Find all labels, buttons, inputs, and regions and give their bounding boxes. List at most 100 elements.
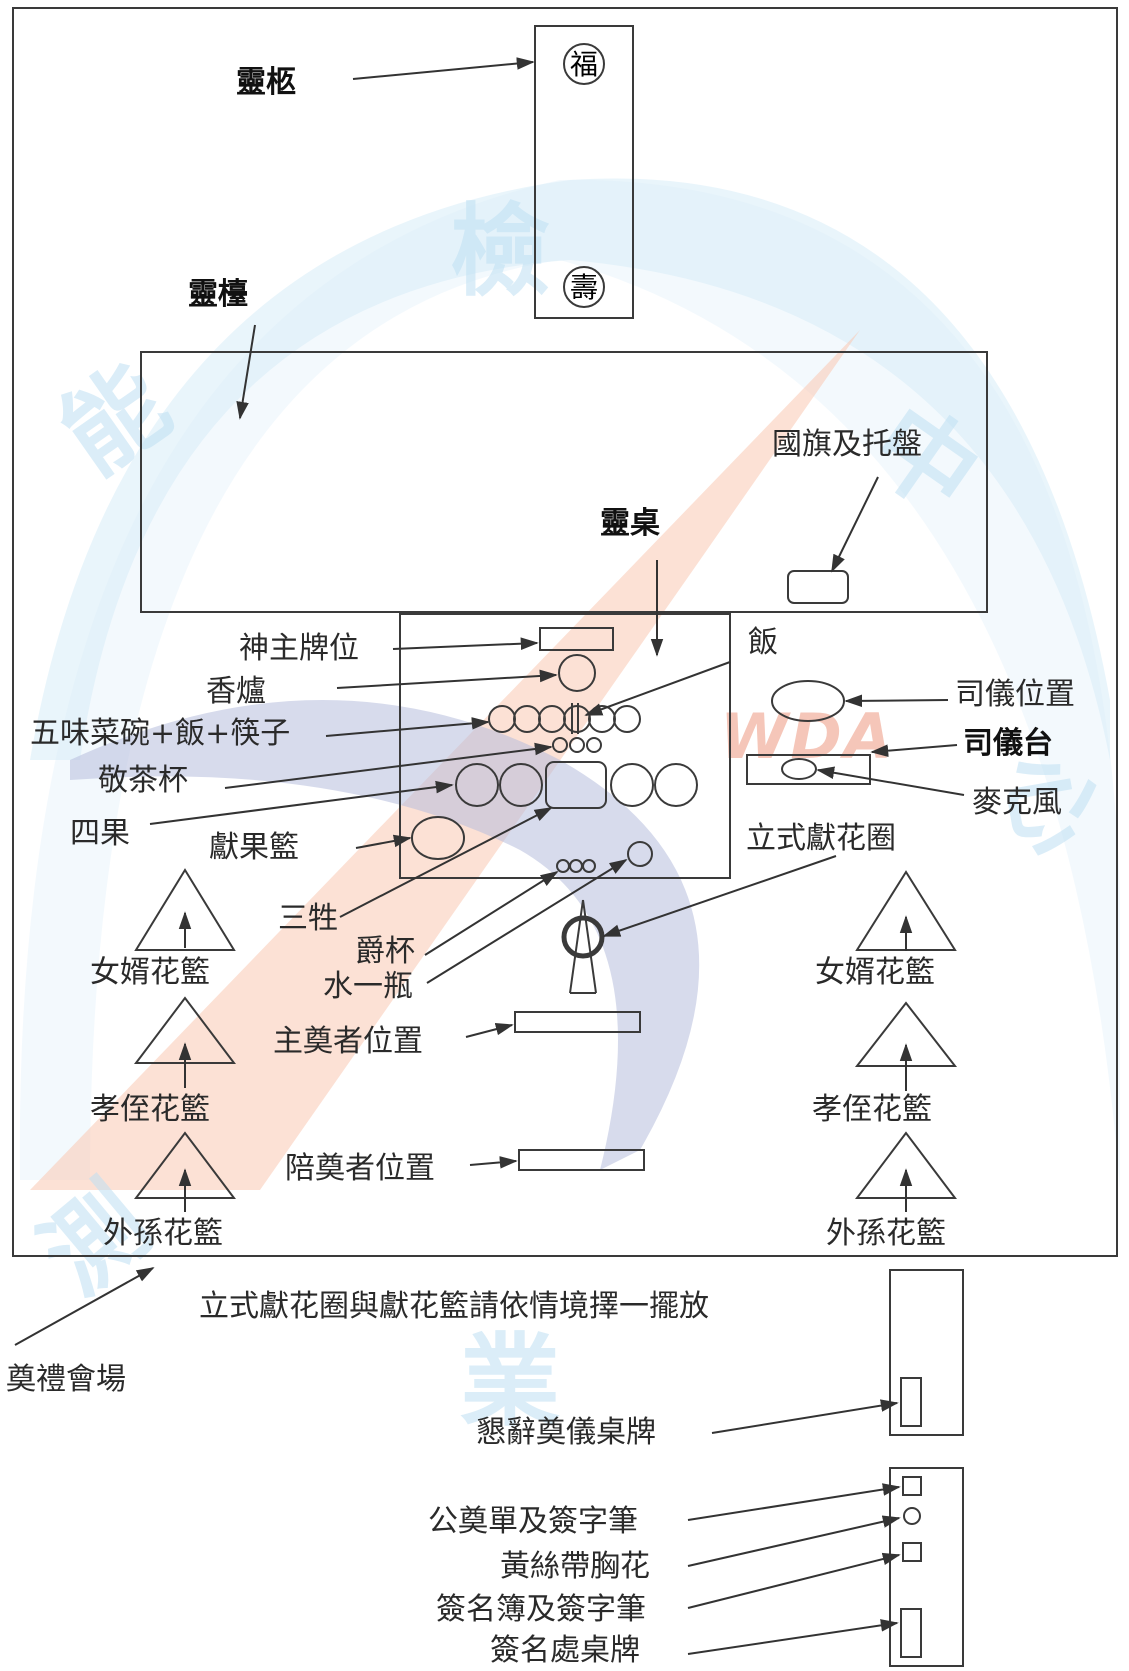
flower-basket-left-1 bbox=[134, 868, 236, 951]
dish-bowl bbox=[513, 705, 541, 733]
mc-stand-box bbox=[746, 754, 871, 785]
form-pen-item bbox=[902, 1476, 922, 1496]
decline-sign bbox=[900, 1377, 922, 1427]
signin-table bbox=[889, 1467, 964, 1667]
label-venue: 奠禮會場 bbox=[6, 1362, 126, 1397]
label-mc-stand: 司儀台 bbox=[963, 726, 1053, 761]
label-incense: 香爐 bbox=[206, 674, 266, 709]
watermark-char: 業 bbox=[460, 1323, 560, 1440]
label-rice: 飯 bbox=[748, 625, 778, 660]
seal-top-text: 福 bbox=[570, 48, 598, 81]
fruit-plate bbox=[499, 763, 543, 807]
tea-cup bbox=[569, 737, 585, 753]
arrow-tablet bbox=[392, 637, 539, 650]
wreath-ring bbox=[561, 915, 605, 959]
arrow-mc-stand bbox=[870, 744, 958, 757]
arrow-four-fruits bbox=[149, 780, 454, 825]
arrow-ribbon bbox=[687, 1515, 901, 1567]
arrow-fruit-basket bbox=[355, 834, 412, 849]
label-note: 立式獻花圈與獻花籃請依情境擇一擺放 bbox=[199, 1289, 709, 1324]
wine-cup bbox=[556, 859, 570, 873]
watermark-char: 檢 bbox=[450, 193, 550, 310]
label-wine-cups: 爵杯 bbox=[355, 934, 415, 969]
seal-bottom-text: 壽 bbox=[570, 271, 598, 304]
accompanying-box bbox=[518, 1149, 645, 1171]
label-water: 水一瓶 bbox=[323, 969, 413, 1004]
label-son-in-law-right: 女婿花籃 bbox=[815, 955, 935, 990]
three-offerings-plate bbox=[545, 761, 607, 809]
label-ribbon: 黃絲帶胸花 bbox=[500, 1549, 650, 1584]
label-mc-position: 司儀位置 bbox=[955, 677, 1075, 712]
fruit-basket bbox=[411, 816, 465, 860]
arrow-signin-sign bbox=[687, 1619, 899, 1655]
guestbook-item bbox=[902, 1542, 922, 1562]
label-fruit-basket: 獻果籃 bbox=[209, 830, 299, 865]
mc-position-mark bbox=[771, 680, 845, 722]
seal-circle-bottom bbox=[563, 266, 605, 308]
label-grandson-left: 外孫花籃 bbox=[103, 1216, 223, 1251]
label-five-dishes: 五味菜碗+飯+筷子 bbox=[30, 716, 291, 751]
arrow-form-pen bbox=[687, 1483, 901, 1521]
arrow-microphone bbox=[816, 766, 965, 796]
label-altar: 靈檯 bbox=[188, 277, 248, 312]
arrow-altar bbox=[236, 324, 256, 420]
label-microphone: 麥克風 bbox=[972, 785, 1062, 820]
venue-border bbox=[12, 7, 1118, 1257]
wine-cup bbox=[582, 859, 596, 873]
arrow-venue bbox=[14, 1267, 155, 1346]
arrow-chief-mourner bbox=[465, 1022, 514, 1038]
arrow-guestbook bbox=[687, 1552, 901, 1609]
flag-tray-box bbox=[787, 570, 849, 604]
label-grandson-right: 外孫花籃 bbox=[826, 1216, 946, 1251]
signin-sign-item bbox=[900, 1608, 922, 1658]
dish-bowl bbox=[613, 705, 641, 733]
arrow-tea-cups bbox=[224, 742, 553, 789]
wreath-stand bbox=[582, 899, 597, 994]
arrow-incense bbox=[336, 669, 558, 689]
label-nephew-right: 孝侄花籃 bbox=[812, 1092, 932, 1127]
label-signin-sign: 簽名處桌牌 bbox=[490, 1633, 640, 1668]
arrow-water bbox=[426, 859, 628, 984]
label-coffin: 靈柩 bbox=[236, 65, 296, 100]
arrow-coffin bbox=[352, 57, 535, 80]
water-bottle bbox=[627, 841, 653, 867]
watermark-arc bbox=[30, 178, 1110, 761]
coffin-box bbox=[534, 25, 634, 319]
arrow-decline-sign bbox=[711, 1399, 899, 1434]
label-nephew-left: 孝侄花籃 bbox=[90, 1092, 210, 1127]
tea-cup bbox=[586, 737, 602, 753]
decline-table bbox=[889, 1269, 964, 1436]
label-flag-tray: 國旗及托盤 bbox=[772, 427, 922, 462]
spirit-table-box bbox=[399, 613, 731, 879]
microphone-mark bbox=[781, 758, 817, 780]
arrow-rice bbox=[584, 661, 731, 716]
arrow-flag-tray bbox=[831, 476, 879, 573]
wine-cup bbox=[569, 859, 583, 873]
label-chief-mourner: 主奠者位置 bbox=[273, 1024, 423, 1059]
label-spirit-table: 靈桌 bbox=[600, 506, 660, 541]
chief-mourner-box bbox=[514, 1011, 641, 1033]
arrow-wreath bbox=[602, 855, 837, 937]
seal-circle-top bbox=[563, 43, 605, 85]
arrow-three-offerings bbox=[339, 807, 553, 918]
arrow-accompanying bbox=[469, 1156, 518, 1169]
dish-bowl bbox=[488, 705, 516, 733]
arrow-wine-cups bbox=[424, 871, 559, 956]
label-son-in-law-left: 女婿花籃 bbox=[90, 955, 210, 990]
arrow-five-dishes bbox=[325, 717, 490, 737]
ribbon-item bbox=[903, 1507, 921, 1525]
altar-box bbox=[140, 351, 988, 613]
label-three-offerings: 三牲 bbox=[278, 901, 338, 936]
label-standing-wreath: 立式獻花圈 bbox=[746, 821, 896, 856]
label-decline-sign: 懇辭奠儀桌牌 bbox=[476, 1415, 656, 1450]
label-accompanying: 陪奠者位置 bbox=[285, 1151, 435, 1186]
fruit-plate bbox=[610, 763, 654, 807]
fruit-plate bbox=[455, 763, 499, 807]
label-guestbook: 簽名簿及簽字筆 bbox=[436, 1592, 646, 1627]
fruit-plate bbox=[654, 763, 698, 807]
label-tea-cups: 敬茶杯 bbox=[98, 763, 188, 798]
dish-bowl bbox=[538, 705, 566, 733]
incense-burner bbox=[558, 654, 596, 692]
